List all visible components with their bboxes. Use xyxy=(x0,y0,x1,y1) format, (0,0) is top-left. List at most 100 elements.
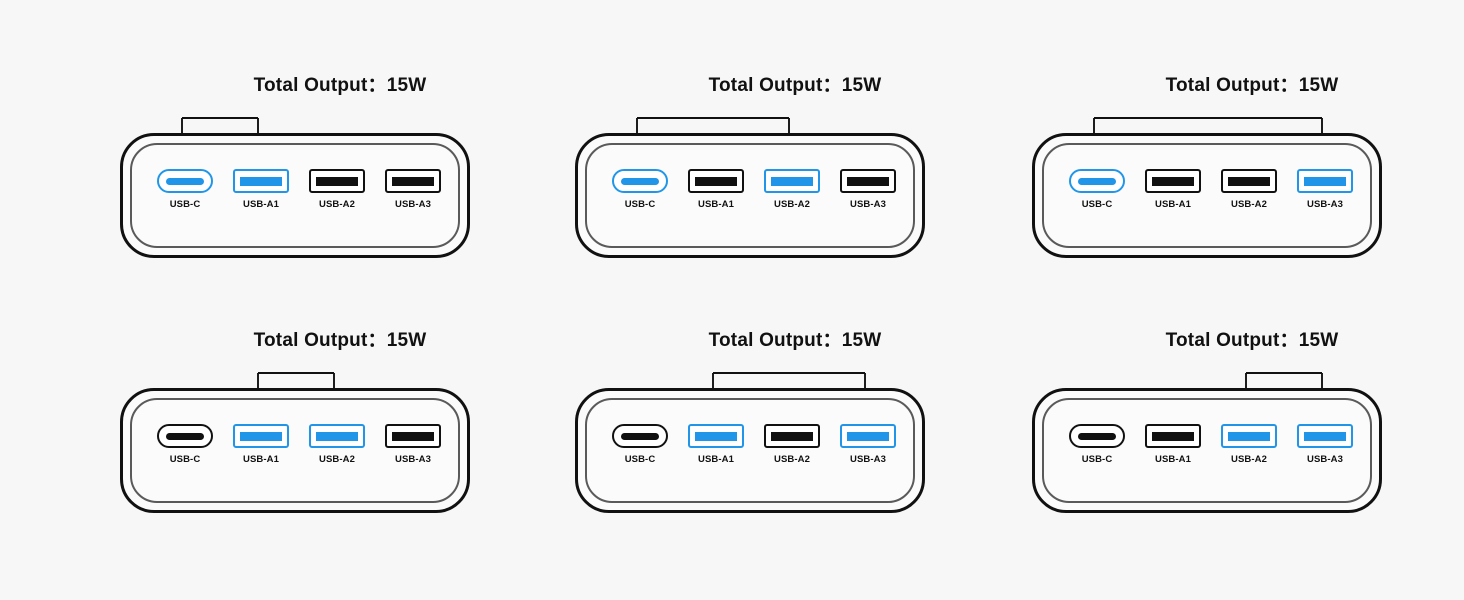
port-slot[interactable]: USB-A1 xyxy=(678,169,754,210)
port-contact-bar xyxy=(392,431,434,441)
port-slot[interactable]: USB-A2 xyxy=(299,169,375,210)
port-label: USB-A3 xyxy=(1307,199,1343,210)
port-shape-wrap xyxy=(1059,169,1135,193)
port-shape-wrap xyxy=(1287,169,1363,193)
port-label: USB-A3 xyxy=(395,454,431,465)
port-contact-bar xyxy=(1152,431,1194,441)
port-slot[interactable]: USB-A3 xyxy=(830,424,906,465)
usb-a-port-icon[interactable] xyxy=(233,169,289,193)
port-slot[interactable]: USB-A2 xyxy=(1211,169,1287,210)
usb-a-port-icon[interactable] xyxy=(688,424,744,448)
port-slot[interactable]: USB-A2 xyxy=(299,424,375,465)
power-bank-inner-outline xyxy=(1042,143,1372,248)
panel-title: Total Output：15W xyxy=(1165,75,1339,96)
port-shape-wrap xyxy=(1059,424,1135,448)
port-slot[interactable]: USB-A1 xyxy=(223,424,299,465)
port-shape-wrap xyxy=(299,169,375,193)
usb-a-port-icon[interactable] xyxy=(1297,169,1353,193)
port-slot[interactable]: USB-C xyxy=(147,424,223,465)
usb-a-port-icon[interactable] xyxy=(309,169,365,193)
port-contact-bar xyxy=(847,431,889,441)
power-bank-inner-outline xyxy=(585,143,915,248)
usb-a-port-icon[interactable] xyxy=(1145,169,1201,193)
usb-c-port-icon[interactable] xyxy=(612,169,668,193)
port-contact-bar xyxy=(1152,176,1194,186)
port-contact-bar xyxy=(392,176,434,186)
port-slot[interactable]: USB-A3 xyxy=(1287,424,1363,465)
port-slot[interactable]: USB-A2 xyxy=(1211,424,1287,465)
port-slot[interactable]: USB-A3 xyxy=(830,169,906,210)
port-slot[interactable]: USB-A2 xyxy=(754,169,830,210)
usb-a-port-icon[interactable] xyxy=(688,169,744,193)
usb-c-port-icon[interactable] xyxy=(1069,424,1125,448)
power-bank-inner-outline xyxy=(585,398,915,503)
panel-title: Total Output：15W xyxy=(708,75,882,96)
port-slot[interactable]: USB-A2 xyxy=(754,424,830,465)
port-contact-bar xyxy=(847,176,889,186)
port-label: USB-C xyxy=(624,454,656,465)
port-shape-wrap xyxy=(602,424,678,448)
port-label: USB-A2 xyxy=(774,454,810,465)
usb-a-port-icon[interactable] xyxy=(309,424,365,448)
usb-a-port-icon[interactable] xyxy=(1145,424,1201,448)
port-contact-bar xyxy=(621,177,659,185)
usb-a-port-icon[interactable] xyxy=(385,424,441,448)
port-shape-wrap xyxy=(223,169,299,193)
port-slot[interactable]: USB-C xyxy=(1059,169,1135,210)
port-shape-wrap xyxy=(147,169,223,193)
usb-a-port-icon[interactable] xyxy=(1221,424,1277,448)
port-shape-wrap xyxy=(223,424,299,448)
port-contact-bar xyxy=(240,431,282,441)
usb-a-port-icon[interactable] xyxy=(1221,169,1277,193)
port-label: USB-C xyxy=(169,199,201,210)
port-label: USB-A2 xyxy=(319,199,355,210)
port-contact-bar xyxy=(1078,432,1116,440)
port-shape-wrap xyxy=(1135,169,1211,193)
port-contact-bar xyxy=(1304,176,1346,186)
port-slot[interactable]: USB-C xyxy=(602,169,678,210)
port-shape-wrap xyxy=(1287,424,1363,448)
port-contact-bar xyxy=(316,431,358,441)
port-slot[interactable]: USB-A1 xyxy=(678,424,754,465)
port-shape-wrap xyxy=(678,424,754,448)
port-slot[interactable]: USB-A1 xyxy=(1135,424,1211,465)
port-shape-wrap xyxy=(1211,169,1287,193)
port-label: USB-A3 xyxy=(850,199,886,210)
usb-c-port-icon[interactable] xyxy=(157,424,213,448)
port-shape-wrap xyxy=(830,169,906,193)
panel-title: Total Output：15W xyxy=(1165,330,1339,351)
port-slot[interactable]: USB-A3 xyxy=(375,169,451,210)
usb-c-port-icon[interactable] xyxy=(157,169,213,193)
port-contact-bar xyxy=(316,176,358,186)
usb-c-port-icon[interactable] xyxy=(1069,169,1125,193)
port-slot[interactable]: USB-A1 xyxy=(223,169,299,210)
port-label: USB-C xyxy=(169,454,201,465)
port-label: USB-A1 xyxy=(1155,454,1191,465)
port-slot[interactable]: USB-C xyxy=(1059,424,1135,465)
port-slot[interactable]: USB-C xyxy=(602,424,678,465)
port-contact-bar xyxy=(695,431,737,441)
usb-a-port-icon[interactable] xyxy=(233,424,289,448)
usb-a-port-icon[interactable] xyxy=(764,169,820,193)
usb-a-port-icon[interactable] xyxy=(764,424,820,448)
usb-c-port-icon[interactable] xyxy=(612,424,668,448)
port-label: USB-A2 xyxy=(1231,454,1267,465)
usb-a-port-icon[interactable] xyxy=(840,424,896,448)
usb-a-port-icon[interactable] xyxy=(1297,424,1353,448)
port-slot[interactable]: USB-A3 xyxy=(1287,169,1363,210)
port-shape-wrap xyxy=(1135,424,1211,448)
usb-a-port-icon[interactable] xyxy=(385,169,441,193)
port-slot[interactable]: USB-A1 xyxy=(1135,169,1211,210)
port-slot[interactable]: USB-A3 xyxy=(375,424,451,465)
usb-a-port-icon[interactable] xyxy=(840,169,896,193)
port-label: USB-A1 xyxy=(698,454,734,465)
panel-title: Total Output：15W xyxy=(708,330,882,351)
port-slot[interactable]: USB-C xyxy=(147,169,223,210)
